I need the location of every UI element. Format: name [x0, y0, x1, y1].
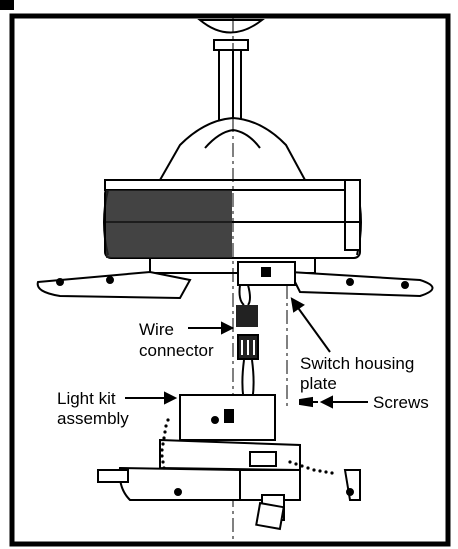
callout-arrows	[125, 297, 368, 409]
label-switch-housing-line1: Switch housing	[300, 354, 415, 373]
motor-shading	[106, 190, 232, 258]
light-kit-assembly	[97, 394, 361, 531]
figure-frame	[9, 13, 451, 547]
label-switch-housing-line2: plate	[300, 374, 337, 393]
label-light-kit-line1: Light kit	[57, 389, 116, 408]
blade-left	[36, 270, 192, 300]
label-wire-connector-line2: connector	[139, 341, 214, 360]
screw	[299, 396, 318, 408]
figure-title-fragment	[0, 0, 14, 10]
switch-housing-plate	[237, 261, 296, 286]
wire-connector-upper	[236, 305, 258, 327]
pull-chain-left	[160, 418, 170, 470]
blade-right	[288, 270, 434, 298]
label-light-kit-line2: assembly	[57, 409, 129, 428]
wire-connector-lower	[237, 334, 259, 360]
label-screws: Screws	[373, 393, 429, 412]
label-wire-connector-line1: Wire	[139, 320, 174, 339]
pull-chain-right	[288, 460, 334, 475]
